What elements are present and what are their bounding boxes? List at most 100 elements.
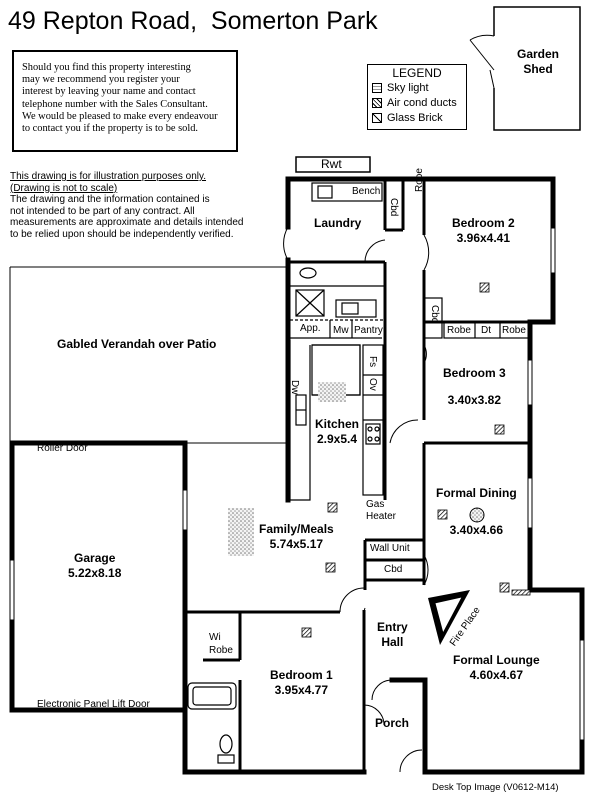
microwave-label: Mw	[333, 325, 349, 336]
legend-item: Glass Brick	[372, 111, 466, 125]
legend-label: Glass Brick	[387, 112, 443, 124]
footer-credit: Desk Top Image (V0612-M14)	[432, 782, 559, 793]
robe-fixtures	[423, 297, 531, 339]
room-size: 3.95x4.77	[274, 683, 329, 697]
room-label: Entry	[377, 620, 408, 634]
notice-line: Should you find this property interestin…	[22, 62, 191, 73]
disclaimer-line: (Drawing is not to scale)	[10, 182, 118, 194]
formal-lounge-label: Formal Lounge 4.60x4.67	[453, 653, 540, 683]
room-size: 5.74x5.17	[269, 537, 324, 551]
laundry-fixtures	[290, 182, 385, 318]
verandah-label: Gabled Verandah over Patio	[57, 337, 217, 351]
appliance-label: App.	[300, 323, 321, 334]
room-name: Bedroom 1	[270, 668, 333, 682]
disclaimer-line: to be relied upon should be independentl…	[10, 228, 234, 240]
gas-heater-text: Gas	[366, 499, 385, 510]
garden-shed-label: Garden Shed	[508, 47, 568, 77]
gas-heater-text: Heater	[366, 511, 397, 522]
windows	[9, 227, 585, 741]
legend-label: Sky light	[387, 82, 429, 94]
bench-label: Bench	[352, 186, 381, 197]
kitchen-benches	[289, 319, 385, 501]
notice-line: interest by leaving your name and contac…	[22, 86, 196, 98]
wall-unit-label: Wall Unit	[370, 543, 410, 554]
room-size: 3.40x4.66	[449, 523, 504, 537]
fireplace-hearth	[434, 596, 463, 635]
disclaimer: This drawing is for illustration purpose…	[10, 171, 285, 241]
room-label: Shed	[523, 62, 553, 76]
garden-shed	[469, 6, 581, 131]
glass-brick-swatch-icon	[372, 113, 382, 123]
fridge-space-label: Fs	[367, 356, 378, 367]
room-name: Garage	[74, 551, 116, 565]
pantry-label: Pantry	[354, 325, 383, 336]
cbd-label: Cbd	[384, 564, 403, 575]
room-name: Family/Meals	[259, 522, 334, 536]
rainwater-tank	[295, 156, 371, 173]
cbd-label: Cbd	[429, 305, 440, 323]
legend-title: LEGEND	[392, 66, 442, 80]
room-name: Kitchen	[315, 417, 360, 431]
disclaimer-line: measurements are approximate and details…	[10, 217, 244, 229]
disclaimer-line: This drawing is for illustration purpose…	[10, 171, 207, 182]
rwt-label: Rwt	[321, 157, 342, 171]
notice-line: to contact you if the property is to be …	[22, 123, 199, 135]
disclaimer-line: The drawing and the information containe…	[10, 194, 210, 206]
notice-box: Should you find this property interestin…	[12, 50, 238, 152]
air-cond-ducts	[301, 282, 531, 638]
skylight-icon	[469, 507, 485, 523]
gas-heater-label: Gas Heater	[366, 499, 396, 523]
robe-text: Robe	[414, 168, 425, 192]
notice-line: may we recommend you register your	[22, 74, 180, 86]
room-size: 5.22x8.18	[68, 566, 122, 580]
cbd-text: Cbd	[429, 305, 440, 324]
ensuite-fixtures	[187, 682, 237, 764]
room-name: Formal Dining	[436, 486, 517, 500]
notice-line: telephone number with the Sales Consulta…	[22, 98, 208, 110]
fs-text: Fs	[367, 356, 378, 368]
door-swings	[283, 226, 430, 773]
room-name: Formal Lounge	[453, 653, 540, 667]
garage-label: Garage 5.22x8.18	[68, 551, 121, 581]
legend-label: Air cond ducts	[387, 97, 457, 109]
room-label: Garden	[516, 47, 559, 61]
porch-label: Porch	[375, 716, 410, 730]
robe-label: Robe	[502, 325, 526, 336]
kitchen-label: Kitchen 2.9x5.4	[315, 417, 359, 447]
room-label: Hall	[381, 635, 404, 649]
laundry-label: Laundry	[314, 216, 362, 230]
room-name: Bedroom 3	[443, 366, 506, 380]
formal-dining-label: Formal Dining 3.40x4.66	[436, 486, 517, 538]
robe-label: Robe	[414, 168, 429, 192]
dt-label: Dt	[481, 325, 491, 336]
legend-item: Air cond ducts	[372, 96, 466, 110]
bedroom1-label: Bedroom 1 3.95x4.77	[270, 668, 333, 698]
air-duct-swatch-icon	[372, 98, 382, 108]
legend-item: Sky light	[372, 81, 466, 95]
room-size: 3.96x4.41	[456, 231, 511, 245]
dw-text: Dw	[289, 380, 300, 395]
lift-door-label: Electronic Panel Lift Door	[37, 699, 150, 710]
wi-robe-text: Robe	[209, 645, 233, 656]
skylight-icon	[318, 382, 346, 402]
cbd-label: Cbd	[374, 196, 399, 216]
cbd-text: Cbd	[388, 198, 399, 217]
room-size: 2.9x5.4	[316, 432, 358, 446]
page-title: 49 Repton Road, Somerton Park	[8, 7, 378, 35]
oven-label: Ov	[367, 378, 378, 391]
wi-robe-text: Wi	[209, 632, 221, 643]
ov-text: Ov	[367, 378, 378, 391]
room-size: 4.60x4.67	[469, 668, 524, 682]
family-meals-label: Family/Meals 5.74x5.17	[259, 522, 334, 552]
legend: LEGEND Sky light Air cond ducts Glass Br…	[367, 64, 467, 130]
skylight-icon	[228, 508, 254, 556]
entry-hall-label: Entry Hall	[377, 620, 408, 650]
skylight-swatch-icon	[372, 83, 382, 93]
disclaimer-line: not intended to be part of any contract.…	[10, 205, 195, 217]
room-name: Bedroom 2	[452, 216, 515, 230]
interior-walls	[185, 179, 530, 772]
verandah-outline	[9, 266, 290, 444]
room-size: 3.40x3.82	[447, 393, 502, 407]
robe-label: Robe	[447, 325, 471, 336]
